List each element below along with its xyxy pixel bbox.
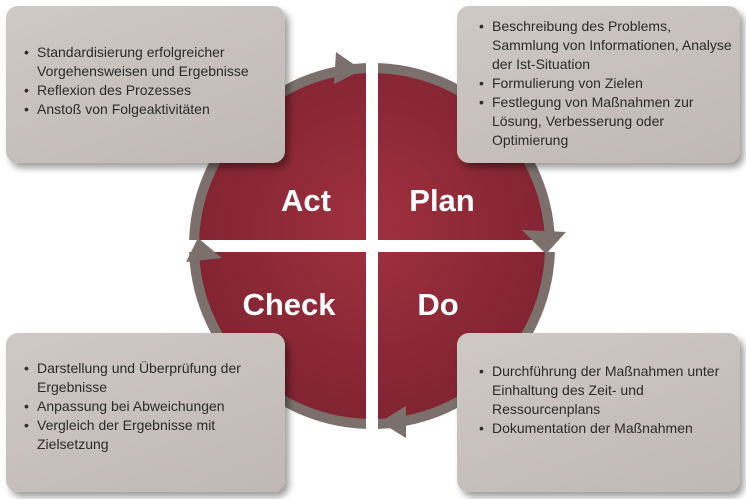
quadrant-label-plan: Plan xyxy=(409,183,474,218)
check-description-box: Darstellung und Überprüfung der Ergebnis… xyxy=(6,333,285,492)
do-bullet-item: Durchführung der Maßnahmen unter Einhalt… xyxy=(479,362,732,419)
plan-bullet-list: Beschreibung des Problems, Sammlung von … xyxy=(479,17,732,150)
check-bullet-item: Darstellung und Überprüfung der Ergebnis… xyxy=(24,359,277,397)
check-bullet-list: Darstellung und Überprüfung der Ergebnis… xyxy=(24,359,277,454)
quadrant-label-act: Act xyxy=(281,183,331,218)
arrow-act-to-plan-icon xyxy=(334,52,362,84)
plan-description-box: Beschreibung des Problems, Sammlung von … xyxy=(457,6,740,163)
do-bullet-item: Dokumentation der Maßnahmen xyxy=(479,419,732,438)
arrow-do-to-check-icon xyxy=(380,406,406,438)
act-bullet-item: Reflexion des Prozesses xyxy=(24,81,277,100)
quadrant-label-do: Do xyxy=(417,287,458,322)
plan-bullet-item: Festlegung von Maßnahmen zur Lösung, Ver… xyxy=(479,93,732,150)
act-bullet-item: Standardisierung erfolgreicher Vorgehens… xyxy=(24,43,277,81)
do-bullet-list: Durchführung der Maßnahmen unter Einhalt… xyxy=(479,362,732,438)
horizontal-divider xyxy=(186,240,558,252)
plan-bullet-item: Formulierung von Zielen xyxy=(479,74,732,93)
check-bullet-item: Vergleich der Ergebnisse mit Zielsetzung xyxy=(24,416,277,454)
check-bullet-item: Anpassung bei Abweichungen xyxy=(24,397,277,416)
do-description-box: Durchführung der Maßnahmen unter Einhalt… xyxy=(457,333,740,492)
quadrant-label-check: Check xyxy=(242,287,336,322)
act-description-box: Standardisierung erfolgreicher Vorgehens… xyxy=(6,6,285,163)
act-bullet-item: Anstoß von Folgeaktivitäten xyxy=(24,100,277,119)
arrow-plan-to-do-icon xyxy=(522,230,566,254)
arrow-check-to-act-icon xyxy=(186,238,222,262)
act-bullet-list: Standardisierung erfolgreicher Vorgehens… xyxy=(24,43,277,119)
plan-bullet-item: Beschreibung des Problems, Sammlung von … xyxy=(479,17,732,74)
